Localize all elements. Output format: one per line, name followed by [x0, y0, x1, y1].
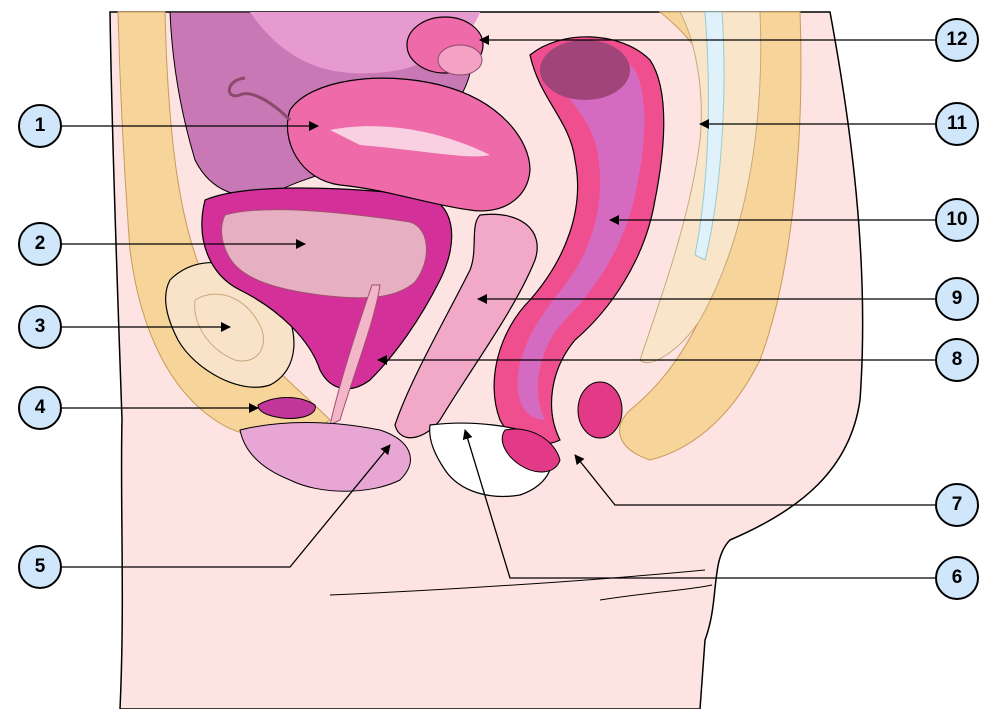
label-badge-9: 9: [935, 277, 979, 321]
coccyx-glands: [578, 382, 622, 438]
label-badge-7: 7: [935, 483, 979, 527]
label-badge-6: 6: [935, 556, 979, 600]
label-badge-11: 11: [935, 102, 979, 146]
label-badge-5: 5: [18, 545, 62, 589]
label-badge-4: 4: [18, 386, 62, 430]
label-badge-1: 1: [18, 104, 62, 148]
ovary-inner: [438, 45, 482, 75]
label-badge-10: 10: [935, 198, 979, 242]
label-badge-3: 3: [18, 305, 62, 349]
label-badge-8: 8: [935, 338, 979, 382]
label-badge-12: 12: [935, 18, 979, 62]
rectum-top: [540, 40, 630, 100]
label-badge-2: 2: [18, 222, 62, 266]
